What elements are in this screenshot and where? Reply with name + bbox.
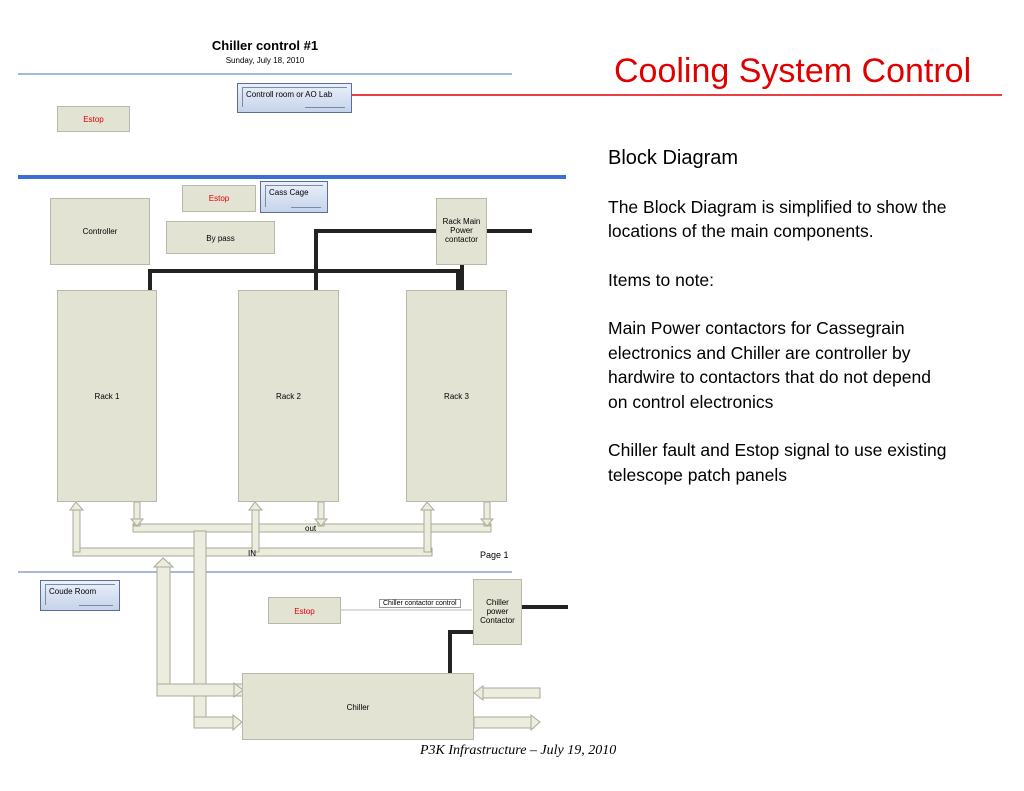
chiller-label: Chiller (346, 703, 370, 712)
rack-main-power-contactor-box: Rack Main Power contactor (436, 198, 487, 265)
diagram-date: Sunday, July 18, 2010 (225, 56, 305, 65)
estop-box-cass: Estop (182, 185, 256, 212)
rack-2-label: Rack 2 (276, 392, 301, 401)
chiller-power-contactor-box: Chiller power Contactor (473, 579, 522, 645)
cass-cage-label: Cass Cage (269, 188, 309, 197)
control-room-label: Controll room or AO Lab (246, 90, 333, 99)
estop-label: Estop (83, 115, 104, 124)
bypass-box: By pass (166, 221, 275, 254)
rack-3-box: Rack 3 (406, 290, 507, 502)
out-label: out (305, 524, 317, 533)
estop-box-top: Estop (57, 106, 130, 132)
chiller-box: Chiller (242, 673, 474, 740)
notes-para-3: Main Power contactors for Cassegrain ele… (608, 318, 931, 412)
slide-footer: P3K Infrastructure – July 19, 2010 (420, 743, 617, 758)
notes-para-2: Items to note: (608, 269, 715, 290)
rack-main-power-label: Rack Main Power contactor (442, 217, 481, 244)
control-room-box: Controll room or AO Lab (237, 83, 352, 113)
controller-box: Controller (50, 198, 150, 265)
estop-label: Estop (294, 607, 315, 616)
rack-1-label: Rack 1 (94, 392, 120, 401)
coude-room-box: Coude Room (40, 580, 120, 611)
notes-heading: Block Diagram (608, 147, 739, 169)
controller-label: Controller (82, 227, 118, 236)
slide-title: Cooling System Control (614, 52, 972, 90)
page-label: Page 1 (480, 550, 509, 560)
in-label: IN (248, 549, 256, 558)
rack-1-box: Rack 1 (57, 290, 157, 502)
chiller-contactor-control-label: Chiller contactor control (379, 599, 461, 608)
cass-cage-box: Cass Cage (260, 181, 328, 213)
coude-room-label: Coude Room (49, 587, 97, 596)
rack-2-box: Rack 2 (238, 290, 339, 502)
estop-box-coude: Estop (268, 597, 341, 624)
estop-label: Estop (208, 194, 230, 203)
rack-3-label: Rack 3 (444, 392, 469, 401)
bypass-label: By pass (206, 234, 235, 243)
notes-para-1: The Block Diagram is simplified to show … (608, 196, 947, 242)
chiller-power-contactor-label: Chiller power Contactor (480, 598, 515, 625)
notes-panel: Block Diagram The Block Diagram is simpl… (608, 146, 948, 487)
diagram-title: Chiller control #1 (211, 38, 319, 53)
notes-para-4: Chiller fault and Estop signal to use ex… (608, 440, 947, 485)
